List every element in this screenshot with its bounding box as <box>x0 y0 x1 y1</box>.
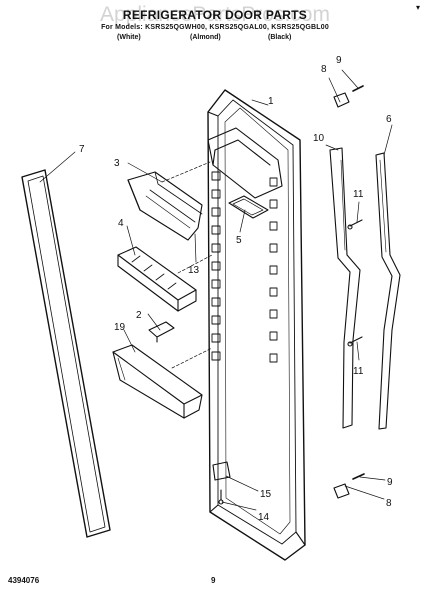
callout-8: 8 <box>321 64 327 75</box>
callout-9-lower: 9 <box>387 477 393 488</box>
callout-11-upper: 11 <box>353 189 364 200</box>
callout-11-lower: 11 <box>353 366 364 377</box>
corner-mark: ▾ <box>416 3 421 12</box>
document-number: 4394076 <box>8 576 40 585</box>
variant-almond: (Almond) <box>190 34 221 41</box>
callout-14: 14 <box>258 512 270 523</box>
callout-8-lower: 8 <box>386 498 392 509</box>
callout-1: 1 <box>268 96 274 107</box>
callout-3: 3 <box>114 158 120 169</box>
callout-2: 2 <box>136 310 142 321</box>
upper-door-bin <box>127 171 203 241</box>
small-door-shelf <box>228 195 269 219</box>
callout-10: 10 <box>313 133 325 144</box>
door-handle-strip <box>375 152 401 430</box>
callout-13: 13 <box>188 265 200 276</box>
screws-upper <box>347 219 363 347</box>
callout-numbers: 1 2 3 4 5 6 7 8 9 10 11 11 13 14 15 19 9… <box>79 55 393 523</box>
model-list: For Models: KSRS25QGWH00, KSRS25QGAL00, … <box>101 24 329 31</box>
watermark: AppliancePartsPros.com <box>100 3 330 26</box>
variant-black: (Black) <box>268 34 292 41</box>
callout-19: 19 <box>114 322 126 333</box>
callout-15: 15 <box>260 489 272 500</box>
door-gasket <box>21 169 111 538</box>
callout-7: 7 <box>79 144 85 155</box>
page-number: 9 <box>211 576 216 585</box>
callout-4: 4 <box>118 218 124 229</box>
leader-lines <box>39 69 393 511</box>
can-rack <box>117 246 197 312</box>
bottom-right-parts <box>333 473 365 499</box>
hinge-trim-strip <box>329 147 361 429</box>
door-assembly <box>207 89 306 561</box>
variant-white: (White) <box>117 34 141 41</box>
lower-door-bin <box>112 344 203 419</box>
callout-6: 6 <box>386 114 392 125</box>
callout-9: 9 <box>336 55 342 66</box>
bottom-hinge-parts <box>212 461 231 505</box>
top-hinge-parts <box>333 85 364 108</box>
bin-clip <box>148 321 175 343</box>
page-title: REFRIGERATOR DOOR PARTS <box>122 8 308 22</box>
callout-5: 5 <box>236 235 242 246</box>
